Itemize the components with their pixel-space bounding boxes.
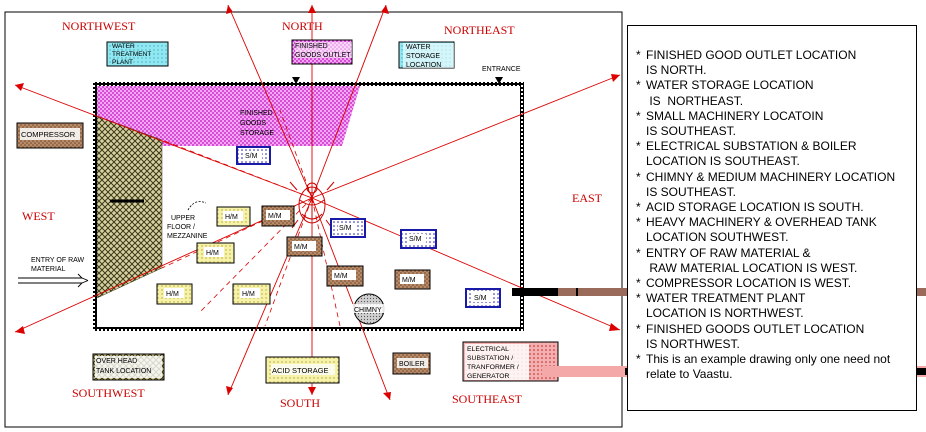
svg-text:H/M: H/M (206, 250, 219, 257)
medium-machinery-2: M/M (286, 236, 323, 257)
medium-machinery-1: M/M (261, 205, 295, 227)
svg-text:ENTRY OF RAW MATERIAL: ENTRY OF RAW MATERIAL (31, 257, 86, 273)
small-machinery-2: S/M (330, 218, 366, 238)
svg-text:M/M: M/M (268, 213, 282, 220)
svg-text:WATER TREATMENT PL: WATER TREATMENT PLANT (112, 43, 153, 66)
electrical-substation: ELECTRICAL SUBSTATION / TRANFORMER / GEN… (462, 341, 559, 382)
note-item: *COMPRESSOR LOCATION IS WEST. (636, 276, 852, 291)
svg-text:FINISHED GOODS OUTLET: FINISHED GOODS OUTLET (295, 43, 351, 59)
notes-panel: *FINISHED GOOD OUTLET LOCATION IS NORTH.… (627, 25, 917, 411)
direction-southwest: SOUTHWEST (72, 386, 145, 400)
water-treatment-plant: WATER TREATMENT PLANT (106, 41, 169, 67)
direction-north: NORTH (282, 19, 323, 33)
svg-text:M/M: M/M (294, 244, 308, 251)
raw-material-zone (96, 115, 163, 299)
direction-south: SOUTH (280, 396, 320, 410)
svg-text:H/M: H/M (242, 291, 255, 298)
svg-text:S/M: S/M (409, 236, 422, 243)
svg-text:S/M: S/M (245, 153, 258, 160)
svg-text:ELECTRICAL SUBSTATION /: ELECTRICAL SUBSTATION / TRANFORMER / GEN… (467, 346, 521, 380)
entrance-label: ENTRANCE (482, 66, 521, 73)
svg-text:CHIMNY: CHIMNY (354, 307, 382, 314)
note-item: *HEAVY MACHINERY & OVERHEAD TANK LOCATIO… (636, 215, 877, 245)
small-machinery-1: S/M (236, 146, 271, 165)
direction-east: EAST (572, 191, 603, 205)
direction-southeast: SOUTHEAST (452, 392, 523, 406)
svg-text:S/M: S/M (339, 225, 352, 232)
svg-text:H/M: H/M (225, 214, 238, 221)
note-item: *FINISHED GOODS OUTLET LOCATION IS NORTH… (636, 321, 865, 351)
entry-raw-material: ENTRY OF RAW MATERIAL (18, 257, 89, 288)
overhead-tank-location: OVER HEAD TANK LOCATION (92, 353, 165, 381)
svg-text:M/M: M/M (334, 273, 348, 280)
note-item: *SMALL MACHINERY LOCATOIN IS SOUTHEAST. (636, 108, 824, 139)
north-entry-marker (292, 77, 300, 84)
water-storage-location: WATER STORAGE LOCATION (398, 41, 455, 69)
heavy-machinery-4: H/M (232, 283, 271, 305)
note-item: *WATER STORAGE LOCATION IS NORTHEAST. (636, 78, 814, 108)
direction-west: WEST (22, 209, 55, 223)
entrance-marker (495, 77, 503, 84)
acid-storage: ACID STORAGE (265, 356, 340, 384)
svg-text:OVER HEAD TANK LOCATION: OVER HEAD TANK LOCATION (96, 358, 151, 375)
svg-text:H/M: H/M (166, 291, 179, 298)
small-machinery-3: S/M (400, 229, 437, 249)
heavy-machinery-1: H/M (216, 206, 251, 227)
building-wall (93, 82, 524, 331)
heavy-machinery-2: H/M (196, 242, 235, 264)
svg-text:BOILER: BOILER (399, 361, 425, 368)
medium-machinery-3: M/M (326, 265, 364, 287)
heavy-machinery-3: H/M (156, 283, 193, 305)
svg-text:M/M: M/M (402, 277, 416, 284)
medium-machinery-4: M/M (394, 269, 431, 290)
svg-text:UPPER FLOOR / MEZZ: UPPER FLOOR / MEZZANINE (167, 215, 208, 240)
boiler: BOILER (392, 352, 431, 375)
chimney: CHIMNY (352, 293, 386, 325)
note-item: *FINISHED GOOD OUTLET LOCATION IS NORTH. (636, 48, 857, 78)
finished-goods-storage-label: FINISHED GOODS STORAGE (240, 110, 275, 137)
note-item: *This is an example drawing only one nee… (636, 352, 891, 382)
note-item: *CHIMNY & MEDIUM MACHINERY LOCATION IS S… (636, 169, 896, 199)
svg-text:COMPRESSOR: COMPRESSOR (21, 130, 76, 139)
svg-text:S/M: S/M (474, 295, 487, 302)
note-item: *ACID STORAGE LOCATION IS SOUTH. (636, 200, 864, 215)
finished-goods-outlet: FINISHED GOODS OUTLET (291, 39, 353, 65)
svg-text:WATER STORAGE LOCA: WATER STORAGE LOCATION (406, 44, 442, 69)
finished-goods-storage-zone (97, 86, 360, 146)
direction-northeast: NORTHEAST (444, 23, 515, 37)
note-item: *ELECTRICAL SUBSTATION & BOILER LOCATION… (636, 139, 857, 169)
compressor: COMPRESSOR (16, 122, 84, 149)
note-item: *ENTRY OF RAW MATERIAL & RAW MATERIAL LO… (636, 245, 858, 275)
svg-text:ACID STORAGE: ACID STORAGE (272, 366, 329, 375)
direction-northwest: NORTHWEST (62, 19, 136, 33)
upper-floor-mezzanine: UPPER FLOOR / MEZZANINE (167, 201, 208, 240)
note-item: *WATER TREATMENT PLANT LOCATION IS NORTH… (636, 291, 806, 321)
small-machinery-4: S/M (465, 288, 501, 308)
